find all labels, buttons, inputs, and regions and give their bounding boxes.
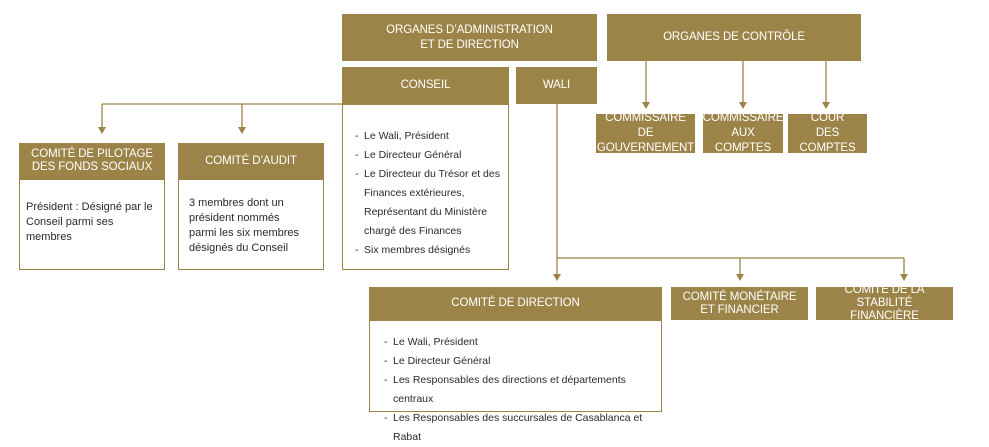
direction-item: Les Responsables des directions et dépar… bbox=[384, 371, 655, 409]
commissaire-gouvernement-box: COMMISSAIRE DE GOUVERNEMENT bbox=[596, 112, 695, 154]
direction-header: COMITÉ DE DIRECTION bbox=[369, 287, 662, 320]
conseil-item: Le Directeur Général bbox=[355, 146, 500, 165]
audit-text: 3 membres dont un président nommés parmi… bbox=[189, 197, 300, 254]
direction-item: Le Directeur Général bbox=[384, 352, 655, 371]
administration-header: ORGANES D’ADMINISTRATION ET DE DIRECTION bbox=[342, 14, 597, 61]
direction-item: Les Responsables des succursales de Casa… bbox=[384, 409, 655, 447]
direction-item: Le Wali, Président bbox=[384, 333, 655, 352]
stabilite-box: COMITÉ DE LA STABILITÉ FINANCIÈRE bbox=[816, 284, 953, 322]
pilotage-body: Président : Désigné par le Conseil parmi… bbox=[19, 179, 165, 270]
monetaire-box: COMITÉ MONÉTAIRE ET FINANCIER bbox=[671, 287, 808, 320]
direction-body: Le Wali, Président Le Directeur Général … bbox=[369, 320, 662, 443]
direction-list: Le Wali, Président Le Directeur Général … bbox=[384, 333, 655, 447]
conseil-list: Le Wali, Président Le Directeur Général … bbox=[355, 127, 500, 260]
controle-header: ORGANES DE CONTRÔLE bbox=[607, 14, 861, 61]
conseil-item: Six membres désignés bbox=[355, 241, 500, 260]
wali-header: WALI bbox=[516, 67, 597, 104]
conseil-header: CONSEIL bbox=[342, 67, 509, 104]
conseil-body: Le Wali, Président Le Directeur Général … bbox=[342, 104, 509, 270]
audit-body: 3 membres dont un président nommés parmi… bbox=[178, 179, 324, 270]
audit-header: COMITÉ D’AUDIT bbox=[178, 143, 324, 179]
conseil-item: Le Directeur du Trésor et des Finances e… bbox=[355, 165, 500, 241]
cour-des-comptes-box: COUR DES COMPTES bbox=[788, 112, 867, 154]
conseil-item: Le Wali, Président bbox=[355, 127, 500, 146]
pilotage-text: Président : Désigné par le Conseil parmi… bbox=[26, 201, 153, 243]
pilotage-header: COMITÉ DE PILOTAGE DES FONDS SOCIAUX bbox=[19, 143, 165, 179]
commissaire-comptes-box: COMMISSAIRE AUX COMPTES bbox=[702, 112, 784, 154]
